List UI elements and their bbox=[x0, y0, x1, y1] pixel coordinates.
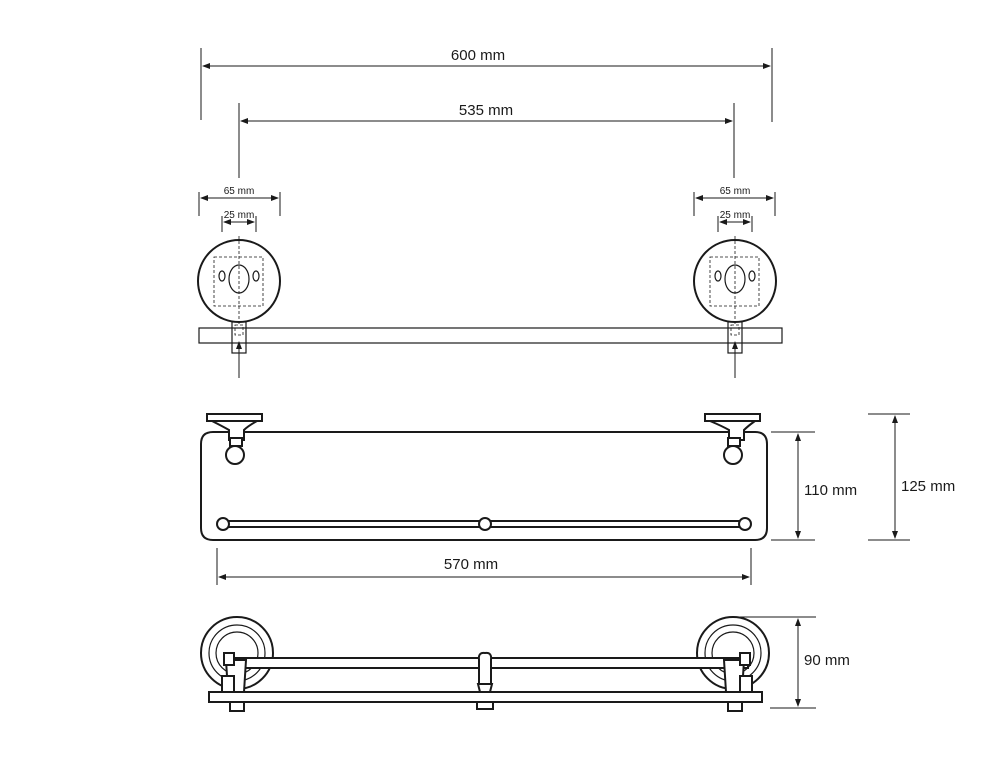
dimension-left-hole: 25 mm bbox=[221, 210, 257, 232]
dimension-right-hole: 25 mm bbox=[717, 210, 753, 232]
label-mount-spacing: 535 mm bbox=[459, 102, 513, 119]
label-total-depth: 125 mm bbox=[901, 478, 955, 495]
dimension-glass-width: 570 mm bbox=[216, 548, 752, 585]
elevation-view: 90 mm bbox=[200, 616, 850, 712]
right-wall-plate bbox=[693, 236, 777, 378]
right-rosette bbox=[696, 616, 770, 690]
dimension-total-depth: 125 mm bbox=[868, 413, 955, 541]
label-right-plate: 65 mm bbox=[720, 186, 751, 197]
top-view: 600 mm 535 mm 65 mm 25 mm 65 mm bbox=[197, 47, 783, 378]
glass-edge bbox=[198, 327, 783, 344]
right-bracket bbox=[704, 413, 761, 465]
center-post bbox=[476, 651, 494, 710]
label-glass-width: 570 mm bbox=[444, 556, 498, 573]
dimension-mount-spacing: 535 mm bbox=[238, 102, 735, 178]
dimension-overall-width: 600 mm bbox=[200, 47, 773, 122]
label-shelf-depth: 110 mm bbox=[804, 482, 857, 499]
front-view: 110 mm 125 mm 570 mm bbox=[200, 413, 955, 585]
label-right-hole: 25 mm bbox=[720, 210, 751, 221]
dimension-left-plate: 65 mm bbox=[198, 186, 281, 216]
left-support bbox=[221, 652, 248, 712]
dimension-height: 90 mm bbox=[740, 616, 850, 709]
label-overall-width: 600 mm bbox=[451, 47, 505, 64]
side-glass bbox=[208, 691, 763, 703]
dimension-right-plate: 65 mm bbox=[693, 186, 776, 216]
dimension-shelf-depth: 110 mm bbox=[771, 431, 857, 541]
label-height: 90 mm bbox=[804, 652, 850, 669]
label-left-hole: 25 mm bbox=[224, 210, 255, 221]
label-left-plate: 65 mm bbox=[224, 186, 255, 197]
right-support bbox=[722, 652, 753, 712]
glass-shelf bbox=[200, 431, 768, 541]
left-bracket bbox=[206, 413, 263, 465]
left-wall-plate bbox=[197, 236, 281, 378]
gallery-rail bbox=[216, 517, 752, 531]
left-rosette bbox=[200, 616, 274, 690]
